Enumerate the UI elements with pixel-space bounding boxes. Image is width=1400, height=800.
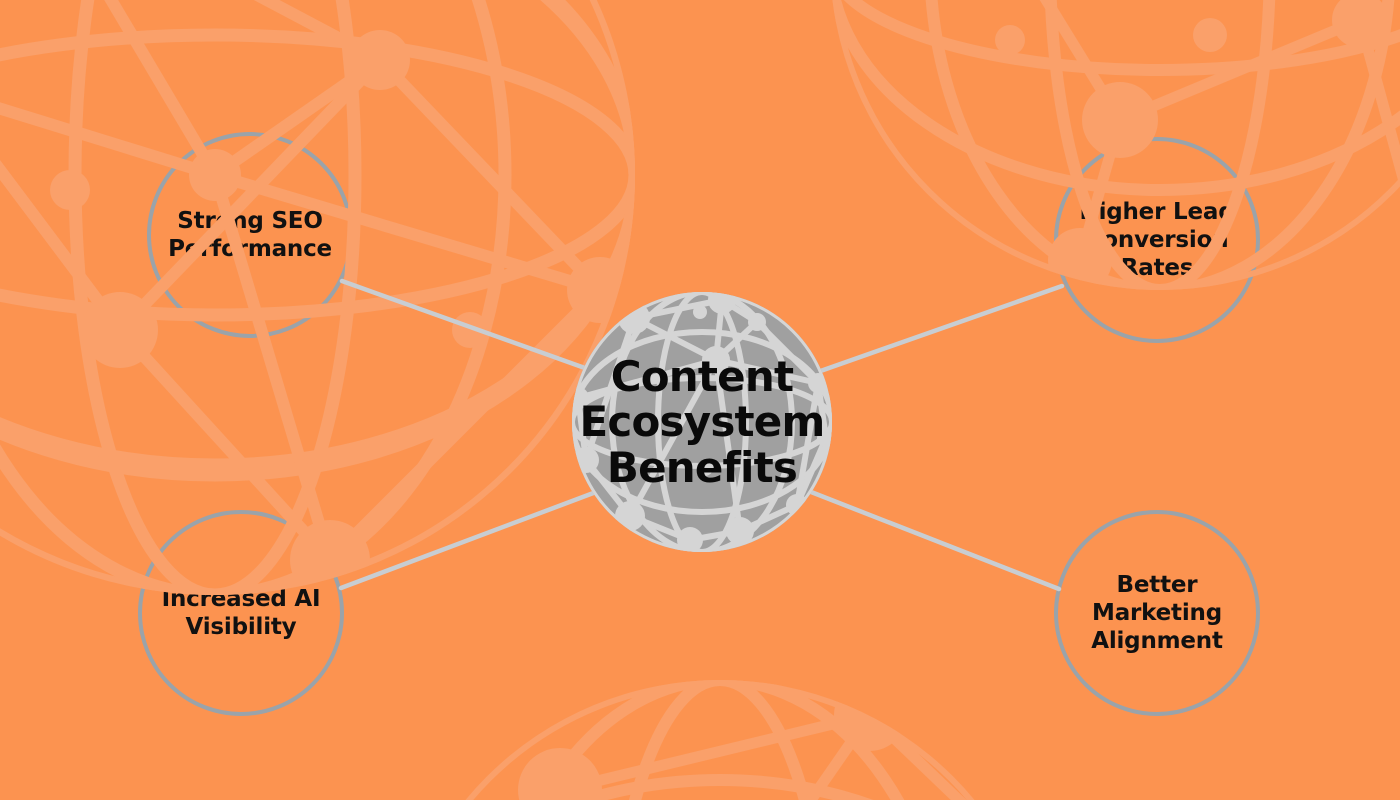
node-better-marketing-alignment-label: Better Marketing Alignment [1091,571,1223,655]
center-node[interactable]: Content Ecosystem Benefits [572,292,832,552]
center-globe-icon [572,292,832,552]
watermark-globe-bottom-center [390,680,1050,800]
connector-center-to-higher-lead-conversion-rates [809,283,1065,377]
center-node-label: Content Ecosystem Benefits [579,351,826,492]
watermark-globe-top-left [0,0,635,595]
connector-center-to-better-marketing-alignment [803,487,1062,592]
watermark-globe-top-right [830,0,1400,290]
connector-center-to-strong-seo-performance [339,278,599,375]
node-better-marketing-alignment[interactable]: Better Marketing Alignment [1054,510,1260,716]
connector-center-to-increased-ai-visibility [338,486,607,591]
